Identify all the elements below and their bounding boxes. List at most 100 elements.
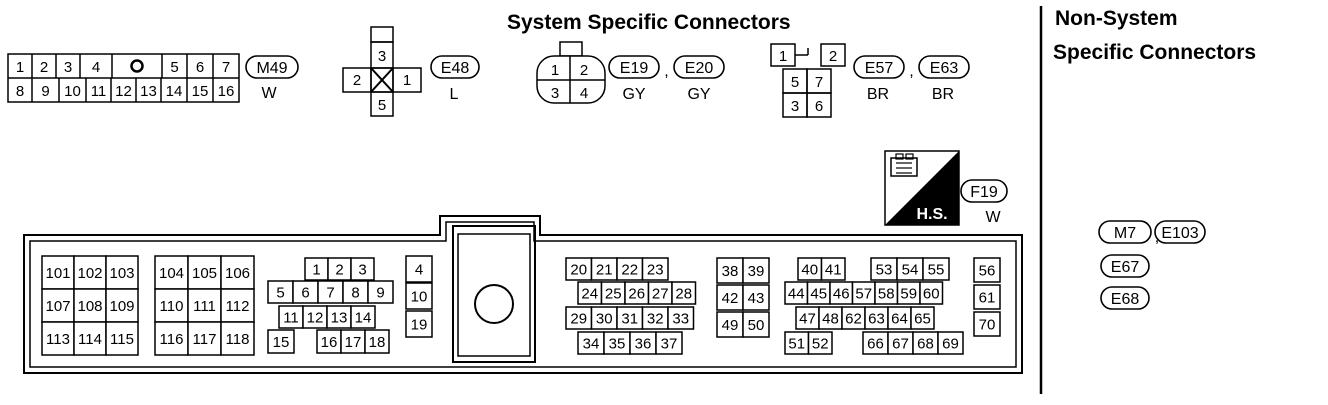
e48-right-cavity <box>392 67 422 93</box>
f19-pin-46: 46 <box>833 286 850 303</box>
f19-pin-55: 55 <box>928 262 945 279</box>
f19-cavity <box>910 306 935 330</box>
m49-pin-8: 8 <box>16 83 24 100</box>
f19-pin-40: 40 <box>801 262 818 279</box>
f19-cavity <box>405 310 433 338</box>
f19-center-bolt <box>474 284 514 324</box>
f19-pin-117: 117 <box>193 331 217 348</box>
f19-pin-27: 27 <box>652 286 669 303</box>
f19-pin-5: 5 <box>276 285 284 302</box>
f19-pin-45: 45 <box>810 286 827 303</box>
connector-id-e57-oval <box>853 55 905 79</box>
f19-cavity <box>716 311 744 338</box>
f19-pin-25: 25 <box>605 286 622 303</box>
f19-pin-69: 69 <box>942 336 959 353</box>
f19-pin-13: 13 <box>331 310 348 327</box>
non-system-id-m7: M7 <box>1114 225 1136 242</box>
f19-cavity <box>671 281 697 305</box>
f19-cavity <box>973 284 1001 310</box>
f19-pin-60: 60 <box>923 286 940 303</box>
m49-row1-dividers <box>31 54 214 78</box>
e19-pin-2: 2 <box>580 62 588 79</box>
f19-pin-52: 52 <box>812 336 829 353</box>
f19-center-post-inner <box>457 233 531 357</box>
e57-cavity-6 <box>806 92 832 118</box>
f19-cavity <box>105 321 139 356</box>
f19-pin-23: 23 <box>647 262 664 279</box>
f19-cavity <box>154 321 189 356</box>
f19-pin-106: 106 <box>225 265 250 282</box>
f19-pin-116: 116 <box>160 331 184 348</box>
harness-side-badge: H.S. <box>884 150 960 226</box>
f19-cavity <box>937 331 964 355</box>
wire-color-e63: BR <box>932 86 954 103</box>
non-system-id-e68-oval <box>1100 286 1150 310</box>
connector-id-e19: E19 <box>620 60 649 77</box>
e57-pin-7: 7 <box>815 74 823 91</box>
connector-id-e19-oval <box>608 55 660 79</box>
f19-pin-57: 57 <box>855 286 872 303</box>
f19-cavity <box>742 284 770 311</box>
f19-pin-113: 113 <box>46 331 70 348</box>
f19-pin-50: 50 <box>748 317 765 334</box>
non-system-id-e67-oval <box>1100 254 1150 278</box>
f19-pin-107: 107 <box>45 298 70 315</box>
m49-key-hole <box>130 59 144 73</box>
non-system-id-e103-oval <box>1154 220 1206 244</box>
f19-pin-11: 11 <box>283 310 299 327</box>
id-separator: , <box>1155 229 1159 246</box>
f19-pin-103: 103 <box>109 265 134 282</box>
f19-pin-3: 3 <box>358 262 366 279</box>
e48-pin-2: 2 <box>353 72 361 89</box>
f19-pin-48: 48 <box>822 311 839 328</box>
m49-pin-9: 9 <box>41 83 49 100</box>
f19-cavity <box>641 257 669 281</box>
non-system-id-e103: E103 <box>1161 225 1198 242</box>
id-separator: , <box>664 63 668 80</box>
f19-cavity <box>405 282 433 310</box>
f19-pin-65: 65 <box>914 311 931 328</box>
f19-pin-111: 111 <box>193 298 216 315</box>
f19-pin-54: 54 <box>902 262 919 279</box>
f19-cavity <box>405 255 433 283</box>
f19-pin-1: 1 <box>312 262 320 279</box>
f19-pin-42: 42 <box>722 290 739 307</box>
m49-pin-11: 11 <box>91 83 107 100</box>
f19-pin-110: 110 <box>160 298 184 315</box>
f19-pin-38: 38 <box>722 263 739 280</box>
f19-pin-21: 21 <box>596 262 613 279</box>
f19-pin-104: 104 <box>159 265 184 282</box>
f19-cavity <box>367 280 394 304</box>
e48-bottom-cavity <box>370 91 394 117</box>
f19-cavity <box>919 281 944 305</box>
connector-icon <box>890 153 918 177</box>
f19-pin-24: 24 <box>581 286 598 303</box>
f19-cavity <box>667 306 695 330</box>
f19-pin-22: 22 <box>621 262 638 279</box>
e48-pin-5: 5 <box>378 97 386 114</box>
wire-color-m49: W <box>261 85 277 102</box>
f19-pin-6: 6 <box>301 285 309 302</box>
f19-pin-101: 101 <box>45 265 70 282</box>
f19-cavity <box>267 329 295 354</box>
f19-pin-4: 4 <box>415 262 423 279</box>
f19-pin-18: 18 <box>369 334 386 351</box>
e48-pin-1: 1 <box>403 72 411 89</box>
system-specific-heading: System Specific Connectors <box>507 11 791 34</box>
f19-pin-114: 114 <box>78 331 102 348</box>
f19-cavity <box>105 288 139 323</box>
f19-pin-10: 10 <box>411 289 428 306</box>
f19-pin-33: 33 <box>672 311 689 328</box>
f19-pin-14: 14 <box>355 310 372 327</box>
f19-cavity <box>716 284 744 311</box>
m49-pin-3: 3 <box>64 59 72 76</box>
e19-pin-4: 4 <box>580 85 588 102</box>
f19-cavity <box>105 255 139 290</box>
f19-cavity <box>973 257 1001 283</box>
f19-cavity <box>364 329 390 354</box>
e48-pin-3: 3 <box>378 48 386 65</box>
